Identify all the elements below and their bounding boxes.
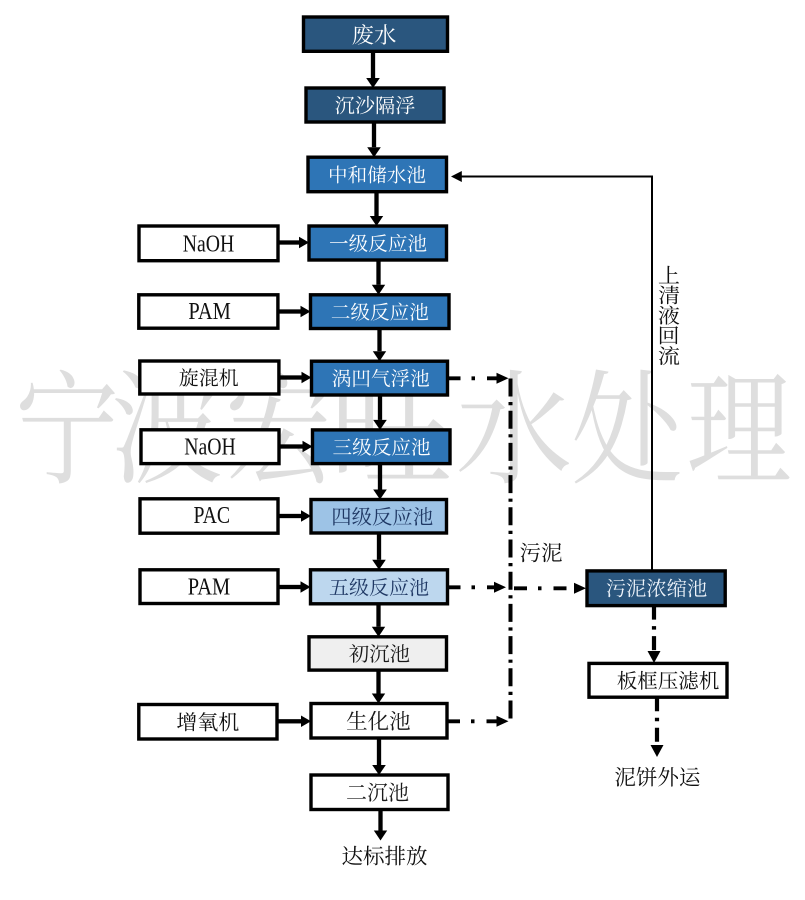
svg-text:PAM: PAM bbox=[188, 575, 231, 601]
svg-text:PAC: PAC bbox=[194, 503, 231, 529]
svg-text:NaOH: NaOH bbox=[184, 435, 236, 461]
svg-text:NaOH: NaOH bbox=[183, 231, 235, 257]
svg-text:PAM: PAM bbox=[188, 299, 231, 325]
